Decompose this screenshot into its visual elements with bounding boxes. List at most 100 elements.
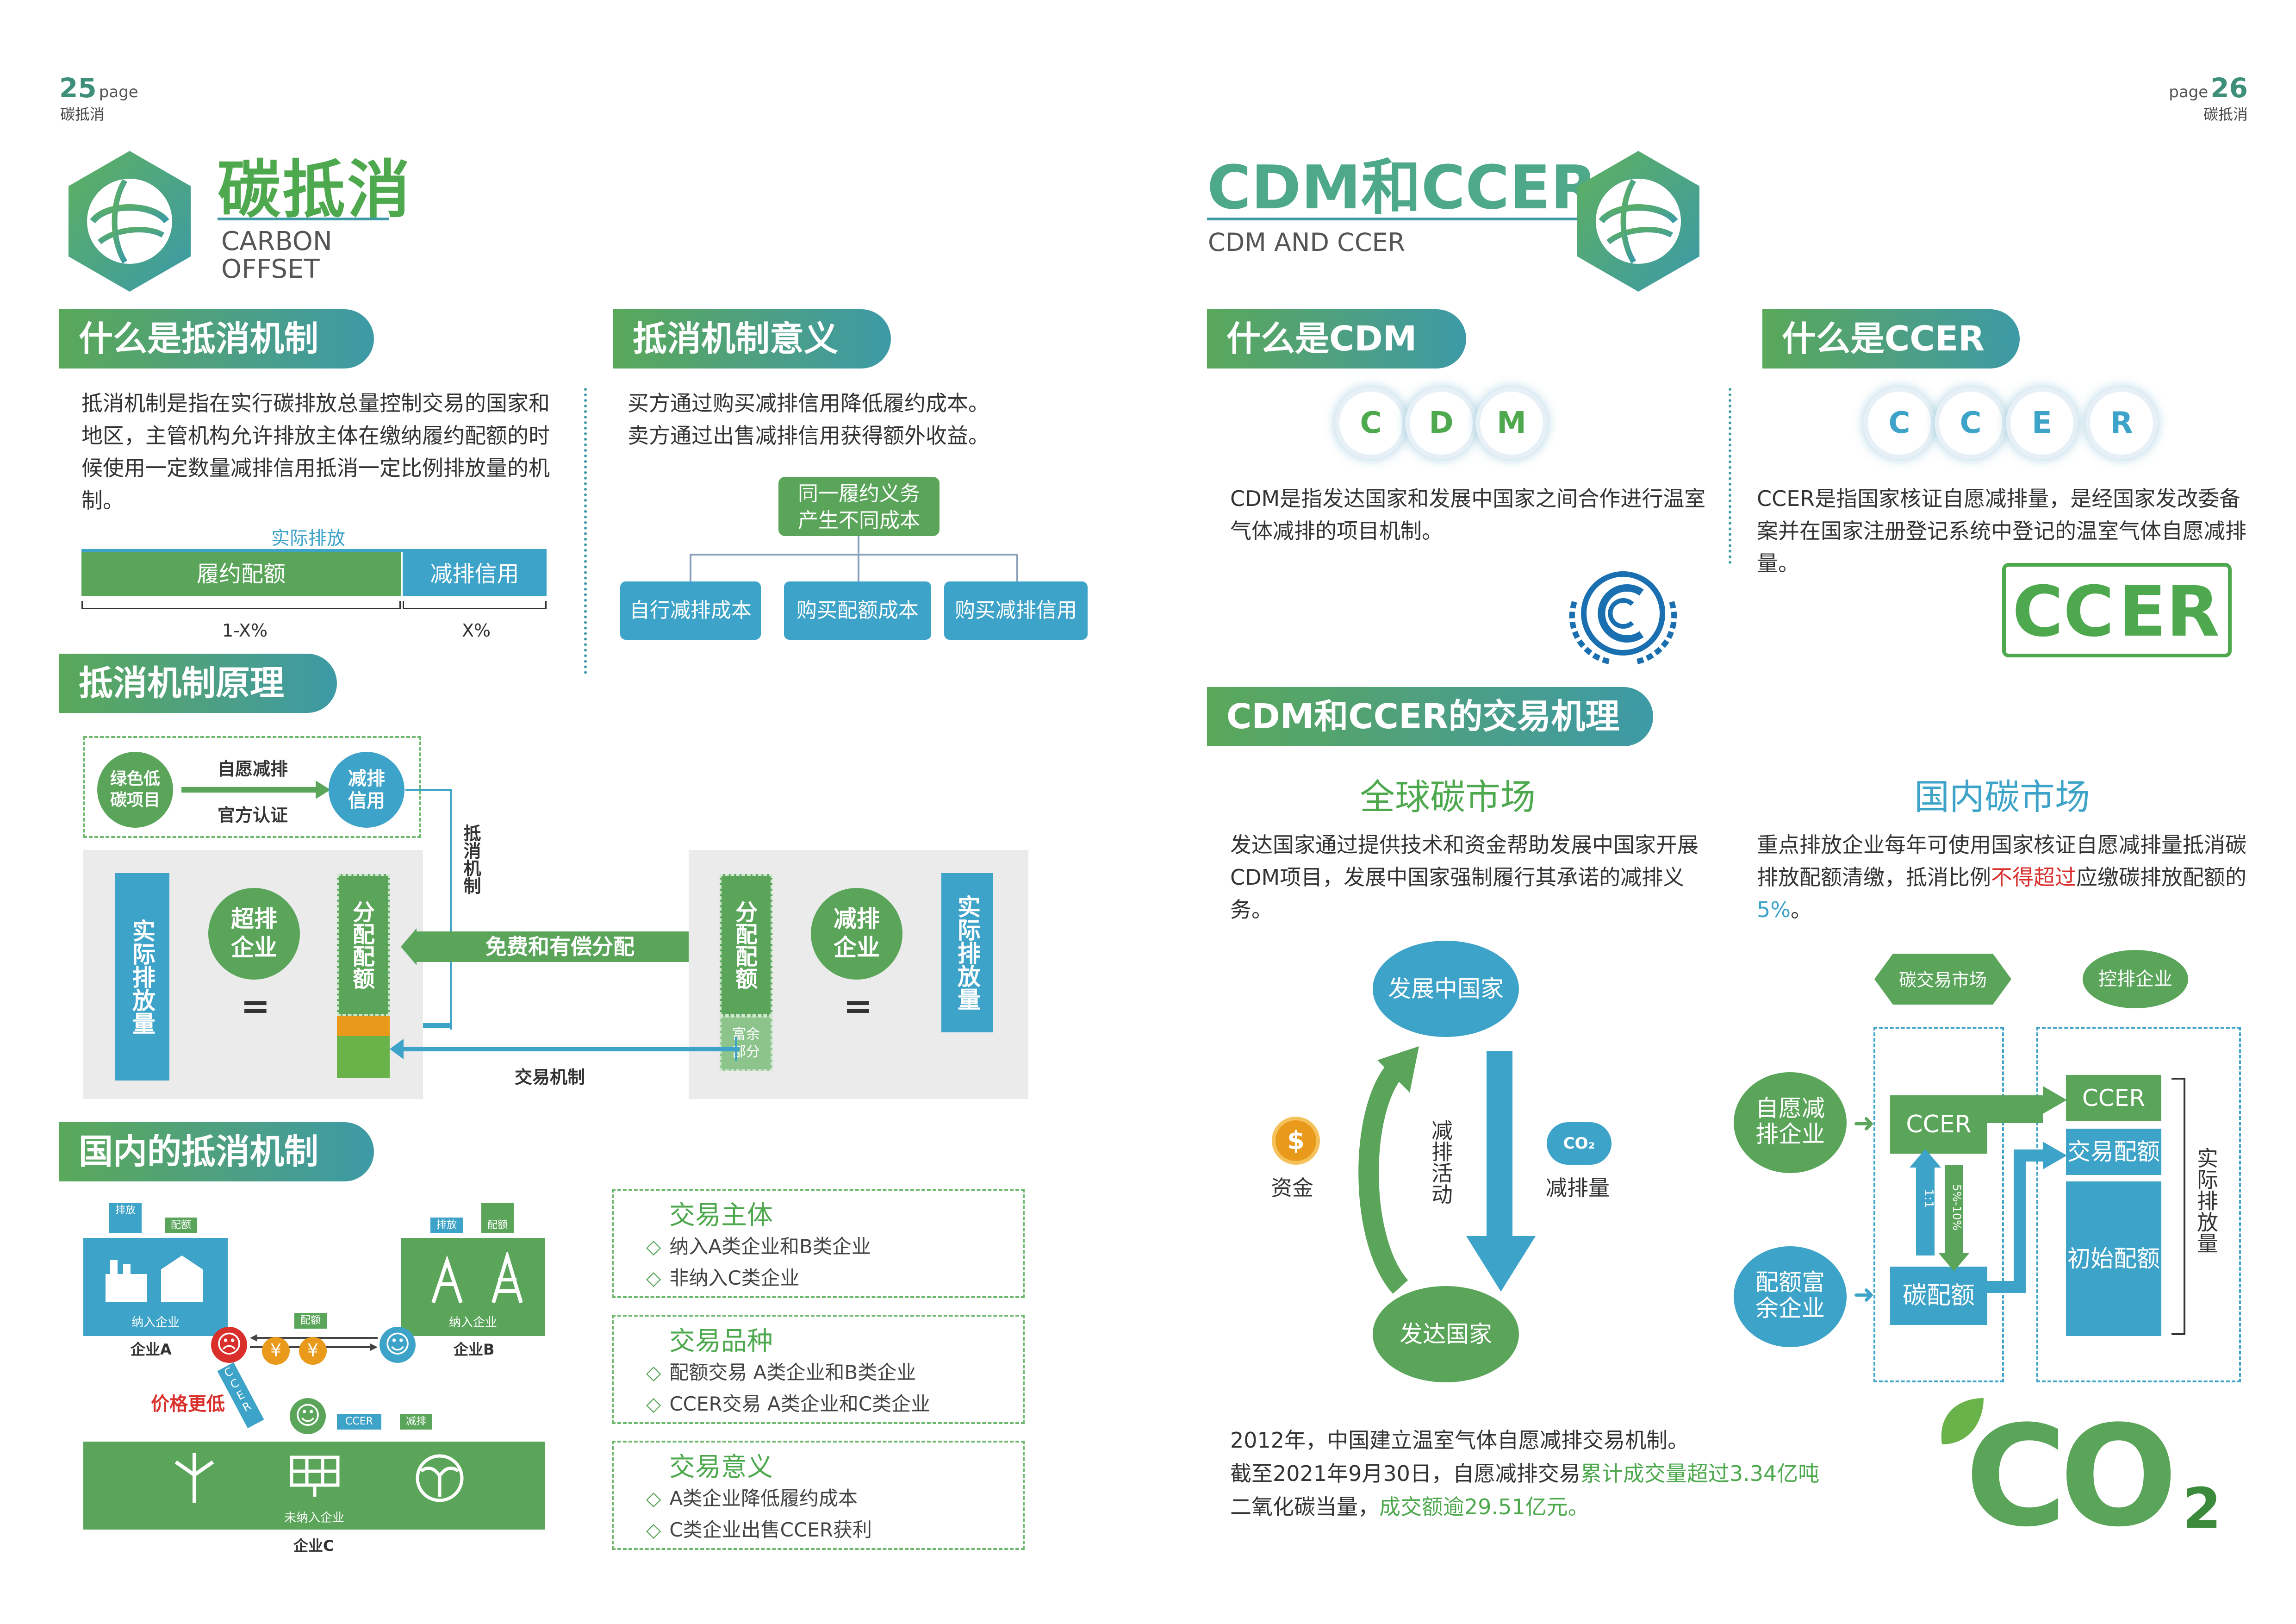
tag-quota-b-bar xyxy=(481,1203,514,1218)
bar-compliance-quota: 履约配额 xyxy=(81,552,401,596)
heading-what-is-offset: 什么是抵消机制 xyxy=(59,309,374,369)
surplus-part: 富余部分 xyxy=(720,1016,772,1071)
over-emitter-circle: 超排企业 xyxy=(208,888,300,980)
right-subtitle: CDM AND CCER xyxy=(1208,228,1406,257)
branch-self-reduction-cost: 自行减排成本 xyxy=(620,581,761,640)
allocation-shortfall-orange xyxy=(337,1016,390,1036)
globe-hexagon-logo-right xyxy=(1577,151,1699,292)
tree-branch-1 xyxy=(690,554,691,582)
heading-trading-mechanism: CDM和CCER的交易机理 xyxy=(1207,687,1653,746)
market-diamond-label: 碳交易市场 xyxy=(1898,970,1987,990)
history-line-3: 二氧化碳当量，成交额逾29.51亿元。 xyxy=(1230,1494,1589,1519)
tag-emission-a-bar xyxy=(109,1218,142,1233)
unfccc-logo xyxy=(1569,571,1677,665)
co2-globe-graphic: CO 2 xyxy=(1933,1393,2229,1546)
cdm-letter-m: M xyxy=(1480,392,1543,455)
bar-brace-left xyxy=(81,601,401,609)
box-trading-variety-item-2: ◇CCER交易 A类企业和C类企业 xyxy=(646,1393,931,1415)
stack-initial-quota: 初始配额 xyxy=(2066,1181,2161,1336)
market-diamond xyxy=(1874,954,2011,1005)
company-a-label: 企业A xyxy=(131,1341,172,1358)
box-trading-significance-item-2: ◇C类企业出售CCER获利 xyxy=(646,1518,872,1541)
funds-curved-arrow xyxy=(1358,1046,1419,1294)
dollar-coin-icon: $ xyxy=(1272,1117,1320,1165)
bar-brace-right xyxy=(403,601,547,609)
project-to-credit-arrow xyxy=(181,781,330,799)
tag-reduce: 减排 xyxy=(400,1414,432,1430)
ccer-box: CCER xyxy=(1890,1095,1987,1154)
power-tower-icon xyxy=(431,1252,523,1304)
tree-stem xyxy=(858,536,859,555)
tree-crossbar xyxy=(690,554,1018,556)
ratio-1-1: 1:1 xyxy=(1921,1189,1935,1208)
tag-ccer: CCER xyxy=(337,1414,381,1430)
reduction-activity-label: 减排活动 xyxy=(1428,1119,1453,1205)
tag-emission-a: 排放 xyxy=(109,1203,142,1218)
allocation-bar-right: 分配配额 xyxy=(720,874,772,1016)
offset-definition-text: 抵消机制是指在实行碳排放总量控制交易的国家和地区，主管机构允许排放主体在缴纳履约… xyxy=(81,391,550,513)
trade-connector xyxy=(735,1037,737,1061)
stack-trade-quota: 交易配额 xyxy=(2066,1129,2161,1175)
right-title: CDM和CCER xyxy=(1207,152,1597,223)
heading-offset-meaning: 抵消机制意义 xyxy=(613,309,891,369)
history-line-1: 2012年，中国建立温室气体自愿减排交易机制。 xyxy=(1230,1428,1689,1453)
solar-panel-icon xyxy=(290,1455,340,1497)
credit-connector-h xyxy=(405,789,452,791)
funds-label: 资金 xyxy=(1271,1175,1313,1200)
bar-reduction-credit: 减排信用 xyxy=(403,552,547,596)
reduction-amount-label: 减排量 xyxy=(1546,1175,1610,1200)
tag-quota-b: 配额 xyxy=(481,1218,514,1233)
developing-country: 发展中国家 xyxy=(1373,941,1519,1037)
factory-icon xyxy=(106,1255,203,1302)
company-a-card: 纳入企业 xyxy=(83,1238,228,1336)
ccer-definition-text: CCER是指国家核证自愿减排量，是经国家发改委备案并在国家注册登记系统中登记的温… xyxy=(1757,486,2246,576)
meaning-line-2: 卖方通过出售减排信用获得额外收益。 xyxy=(628,423,989,448)
green-project-frame xyxy=(83,736,421,838)
reduction-down-arrow xyxy=(1466,1051,1536,1292)
ratio-5-10: 5%-10% xyxy=(1950,1184,1964,1231)
arrow-surplus-to-quota: ➜ xyxy=(1853,1280,1875,1310)
domestic-market-text: 重点排放企业每年可使用国家核证自愿减排量抵消碳排放配额清缴，抵消比例不得超过应缴… xyxy=(1757,832,2246,922)
box-trading-variety: 交易品种 ◇配额交易 A类企业和B类企业 ◇CCER交易 A类企业和C类企业 xyxy=(612,1315,1025,1424)
control-company: 控排企业 xyxy=(2083,950,2188,1008)
yen-coin-icon-2: ¥ xyxy=(299,1337,327,1365)
heading-domestic-offset: 国内的抵消机制 xyxy=(59,1122,374,1181)
left-page-number: 25 page xyxy=(59,72,138,104)
ccer-letter-e: E xyxy=(2010,392,2073,455)
smile-face-b-icon: ☺ xyxy=(380,1327,416,1363)
tree-branch-2 xyxy=(858,554,859,582)
cdm-letter-c: C xyxy=(1339,392,1402,455)
divider-dotted-1 xyxy=(584,388,587,674)
global-market-title: 全球碳市场 xyxy=(1360,776,1536,818)
actual-emission-bar-right: 实际排放量 xyxy=(941,873,993,1032)
included-label-b: 纳入企业 xyxy=(448,1316,497,1330)
developed-country: 发达国家 xyxy=(1373,1286,1519,1382)
co2-cloud-icon: CO₂ xyxy=(1547,1122,1612,1165)
reduction-credit-circle: 减排信用 xyxy=(329,752,404,828)
heading-offset-principle: 抵消机制原理 xyxy=(59,654,337,713)
sad-face-icon: ☹ xyxy=(211,1327,247,1363)
co2-big-text: CO xyxy=(1965,1396,2178,1557)
title-underline-right xyxy=(1207,218,1577,220)
box-trading-significance-item-1: ◇A类企业降低履约成本 xyxy=(646,1487,858,1510)
ccer-logo: CC ER xyxy=(2002,563,2232,657)
market-frame xyxy=(1873,1027,2004,1382)
green-lowcarbon-project: 绿色低碳项目 xyxy=(97,752,173,828)
company-frame xyxy=(2036,1027,2241,1382)
co2-subscript: 2 xyxy=(2183,1477,2221,1541)
offset-mechanism-label: 抵消机制 xyxy=(460,824,481,894)
meaning-line-1: 买方通过购买减排信用降低履约成本。 xyxy=(628,391,989,416)
trade-mechanism-label: 交易机制 xyxy=(515,1067,585,1087)
left-section-label: 碳抵消 xyxy=(60,106,105,123)
box-trading-subject-item-1: ◇纳入A类企业和B类企业 xyxy=(646,1235,871,1258)
smile-face-c-icon: ☺ xyxy=(290,1398,326,1434)
price-lower-label: 价格更低 xyxy=(151,1393,225,1415)
box-trading-variety-title: 交易品种 xyxy=(669,1326,773,1356)
tag-quota-a: 配额 xyxy=(165,1218,197,1233)
company-c-card: 未纳入企业 xyxy=(83,1442,545,1530)
exchange-arrows xyxy=(1910,1149,1970,1271)
quota-surplus-company: 配额富余企业 xyxy=(1734,1246,1847,1347)
bar-top-line xyxy=(81,549,547,552)
reducer-circle: 减排企业 xyxy=(811,888,902,980)
free-paid-label: 免费和有偿分配 xyxy=(485,934,635,959)
